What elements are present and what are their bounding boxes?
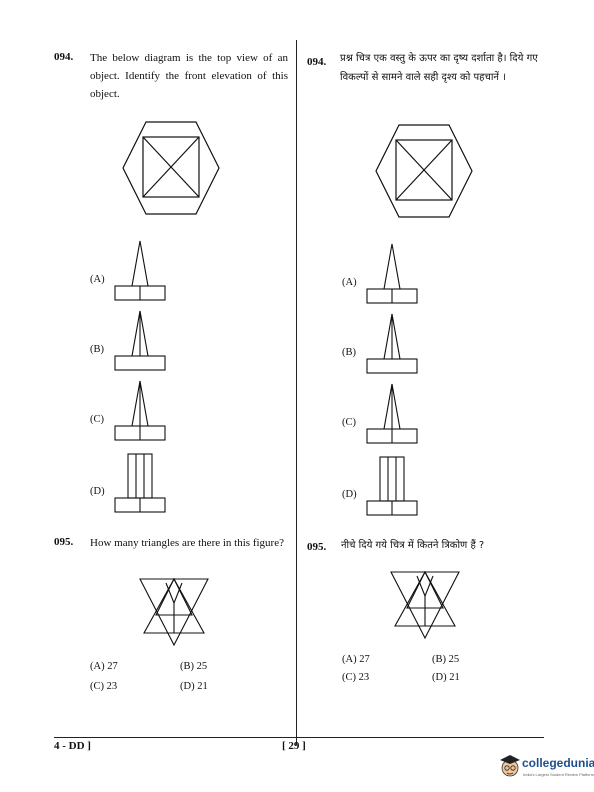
q94-option-a-figure-en xyxy=(114,240,166,301)
q95-option-a-label: (A) xyxy=(90,661,105,672)
q94-number-en: 094. xyxy=(54,51,74,63)
q95-option-d-hi: (D) 21 xyxy=(432,672,460,683)
q95-option-d-label: (D) xyxy=(432,672,447,683)
graduate-mascot-icon xyxy=(500,755,520,777)
q94-option-c-figure-hi xyxy=(366,383,418,444)
brand-name: collegedunia xyxy=(522,756,594,770)
q95-triangle-figure-hi xyxy=(390,570,460,640)
q94-option-a-label-hi: (A) xyxy=(342,277,357,288)
q94-option-d-label-en: (D) xyxy=(90,486,105,497)
q95-option-c-value: 23 xyxy=(106,681,118,692)
q95-question-en: How many triangles are there in this fig… xyxy=(90,537,284,549)
q94-option-c-figure-en xyxy=(114,380,166,441)
q95-option-a-value: 27 xyxy=(107,661,118,672)
q95-option-b-value: 25 xyxy=(196,661,208,672)
q95-option-a-hi: (A) 27 xyxy=(342,654,370,665)
q95-option-d-value: 21 xyxy=(449,672,460,683)
q94-question-hi: प्रश्न चित्र एक वस्तु के ऊपर का दृष्य दर… xyxy=(340,53,538,83)
q94-option-c-label-hi: (C) xyxy=(342,417,356,428)
q94-top-view-hi xyxy=(375,124,473,218)
q95-option-d-value: 21 xyxy=(197,681,208,692)
q94-option-b-figure-hi xyxy=(366,313,418,374)
q95-option-b-label: (B) xyxy=(180,661,194,672)
q95-option-c-label: (C) xyxy=(90,681,104,692)
q95-option-b-en: (B) 25 xyxy=(180,661,207,672)
q94-option-d-figure-en xyxy=(114,453,166,513)
q94-question-en: The below diagram is the top view of an … xyxy=(90,52,288,100)
q94-option-a-label-en: (A) xyxy=(90,274,105,285)
q95-question-hi: नीचे दिये गये चित्र में कितने त्रिकोण है… xyxy=(341,540,485,551)
q94-option-c-label-en: (C) xyxy=(90,414,104,425)
q95-option-c-hi: (C) 23 xyxy=(342,672,369,683)
brand-logo: collegedunia India's Largest Student Rev… xyxy=(499,752,594,784)
q95-option-d-en: (D) 21 xyxy=(180,681,208,692)
q94-option-a-figure-hi xyxy=(366,243,418,304)
q95-option-d-label: (D) xyxy=(180,681,195,692)
q95-option-a-en: (A) 27 xyxy=(90,661,118,672)
brand-tagline: India's Largest Student Review Platform xyxy=(523,772,594,777)
q95-option-b-value: 25 xyxy=(448,654,460,665)
page-number: [ 29 ] xyxy=(282,740,306,752)
q94-option-b-label-hi: (B) xyxy=(342,347,356,358)
q94-number-hi: 094. xyxy=(307,56,327,68)
q95-option-b-hi: (B) 25 xyxy=(432,654,459,665)
q95-option-c-label: (C) xyxy=(342,672,356,683)
q94-option-d-label-hi: (D) xyxy=(342,489,357,500)
q95-option-c-value: 23 xyxy=(358,672,370,683)
q95-option-b-label: (B) xyxy=(432,654,446,665)
q95-number-en: 095. xyxy=(54,536,74,548)
q95-option-c-en: (C) 23 xyxy=(90,681,117,692)
q94-top-view-en xyxy=(122,121,220,215)
footer-code: 4 - DD ] xyxy=(54,740,91,752)
q94-option-b-label-en: (B) xyxy=(90,344,104,355)
footer-rule xyxy=(54,737,544,738)
q94-option-d-figure-hi xyxy=(366,456,418,516)
q95-option-a-value: 27 xyxy=(359,654,370,665)
column-divider xyxy=(296,40,297,745)
q95-triangle-figure-en xyxy=(139,577,209,647)
q95-option-a-label: (A) xyxy=(342,654,357,665)
q95-number-hi: 095. xyxy=(307,541,327,553)
q94-option-b-figure-en xyxy=(114,310,166,371)
